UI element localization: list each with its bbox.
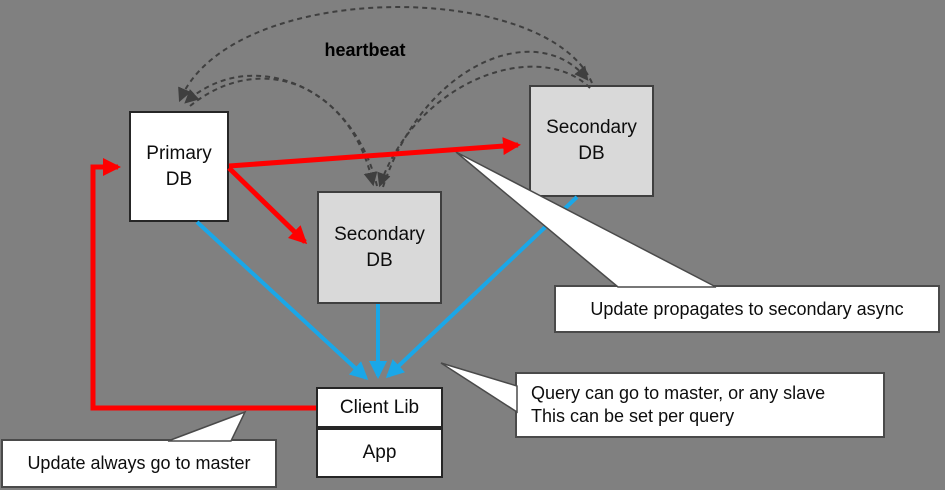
- node-client-lib: Client Lib: [316, 387, 443, 428]
- secondary-db-middle-label-line1: Secondary: [334, 223, 425, 245]
- secondary-db-right-label-line1: Secondary: [546, 117, 637, 138]
- primary-db-label-line1: Primary: [146, 142, 212, 164]
- node-secondary-db-middle: Secondary DB: [317, 191, 442, 304]
- callout-pointer-query-routing: [440, 362, 518, 414]
- primary-db-label-line2: DB: [165, 168, 193, 190]
- node-primary-db: Primary DB: [129, 111, 229, 222]
- callout-query-routing: Query can go to master, or any slave Thi…: [515, 372, 885, 438]
- secondary-db-middle-label-line2: DB: [366, 249, 393, 271]
- heartbeat-label: heartbeat: [324, 40, 406, 60]
- client-lib-label: Client Lib: [339, 396, 420, 418]
- callout-query-routing-line1: Query can go to master, or any slave: [531, 383, 826, 403]
- callout-pointer-update-master: [167, 410, 247, 442]
- app-label: App: [362, 442, 397, 463]
- callout-update-master: Update always go to master: [1, 439, 277, 488]
- node-secondary-db-right: Secondary DB: [529, 85, 654, 197]
- update-arrow-primary-to-rightsec: [228, 137, 521, 169]
- callout-update-propagates-text: Update propagates to secondary async: [590, 298, 904, 319]
- secondary-db-right-label-line2: DB: [578, 143, 605, 164]
- node-app: App: [316, 428, 443, 478]
- update-arrow-primary-to-midsec: [227, 166, 308, 245]
- callout-query-routing-line2: This can be set per query: [531, 406, 735, 426]
- callout-update-master-text: Update always go to master: [27, 453, 251, 473]
- callout-update-propagates: Update propagates to secondary async: [554, 285, 940, 333]
